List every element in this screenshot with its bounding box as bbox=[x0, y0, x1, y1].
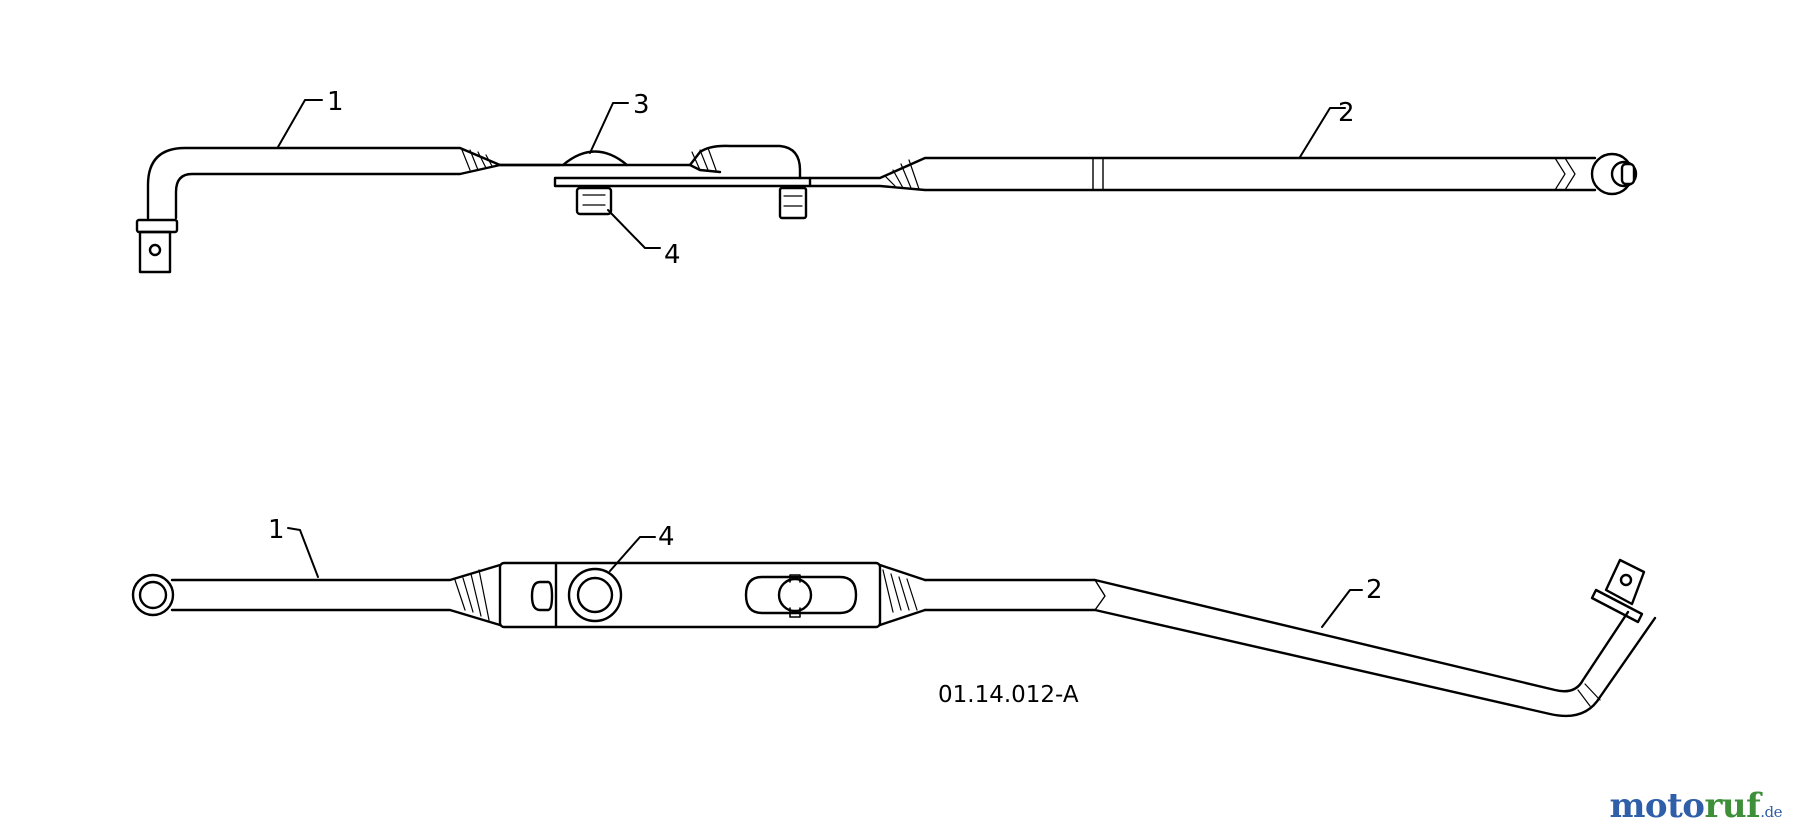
leader-bottom-1 bbox=[287, 527, 319, 578]
bottom-rod-2 bbox=[923, 578, 1657, 718]
drawing-code: 01.14.012-A bbox=[938, 682, 1079, 708]
top-nut bbox=[575, 186, 613, 216]
leader-top-3 bbox=[589, 102, 629, 154]
top-hanger bbox=[778, 186, 808, 220]
callout-top-3: 3 bbox=[633, 90, 650, 120]
callout-bottom-2: 2 bbox=[1366, 575, 1383, 605]
bottom-adjust-knob bbox=[777, 577, 813, 613]
bottom-left-eye bbox=[131, 573, 175, 617]
leader-bottom-4 bbox=[609, 536, 656, 572]
callout-top-2: 2 bbox=[1338, 98, 1355, 128]
watermark-logo: motoruf.de bbox=[1609, 786, 1782, 826]
callout-top-4: 4 bbox=[664, 240, 681, 270]
bottom-pivot-bolt bbox=[567, 567, 623, 623]
leader-top-1 bbox=[277, 99, 323, 148]
leader-bottom-2 bbox=[1321, 589, 1363, 628]
callout-bottom-1: 1 bbox=[268, 515, 285, 545]
bottom-rod-1 bbox=[170, 563, 502, 627]
top-left-end-clip bbox=[135, 218, 179, 274]
top-right-knob bbox=[1590, 152, 1638, 196]
leader-top-2 bbox=[1299, 107, 1346, 158]
bottom-assembly bbox=[131, 527, 1657, 718]
callout-top-1: 1 bbox=[327, 87, 344, 117]
bottom-right-end-clip bbox=[1590, 558, 1646, 624]
top-rod-1 bbox=[146, 146, 562, 220]
leader-top-4 bbox=[607, 209, 661, 249]
top-assembly bbox=[135, 99, 1638, 274]
top-center-plate bbox=[498, 150, 812, 216]
top-rod-2 bbox=[808, 156, 1597, 192]
top-pivot-dome bbox=[561, 150, 629, 167]
bottom-center-plate bbox=[498, 561, 882, 629]
bottom-adjust-slot bbox=[744, 575, 858, 615]
callout-bottom-4: 4 bbox=[658, 522, 675, 552]
